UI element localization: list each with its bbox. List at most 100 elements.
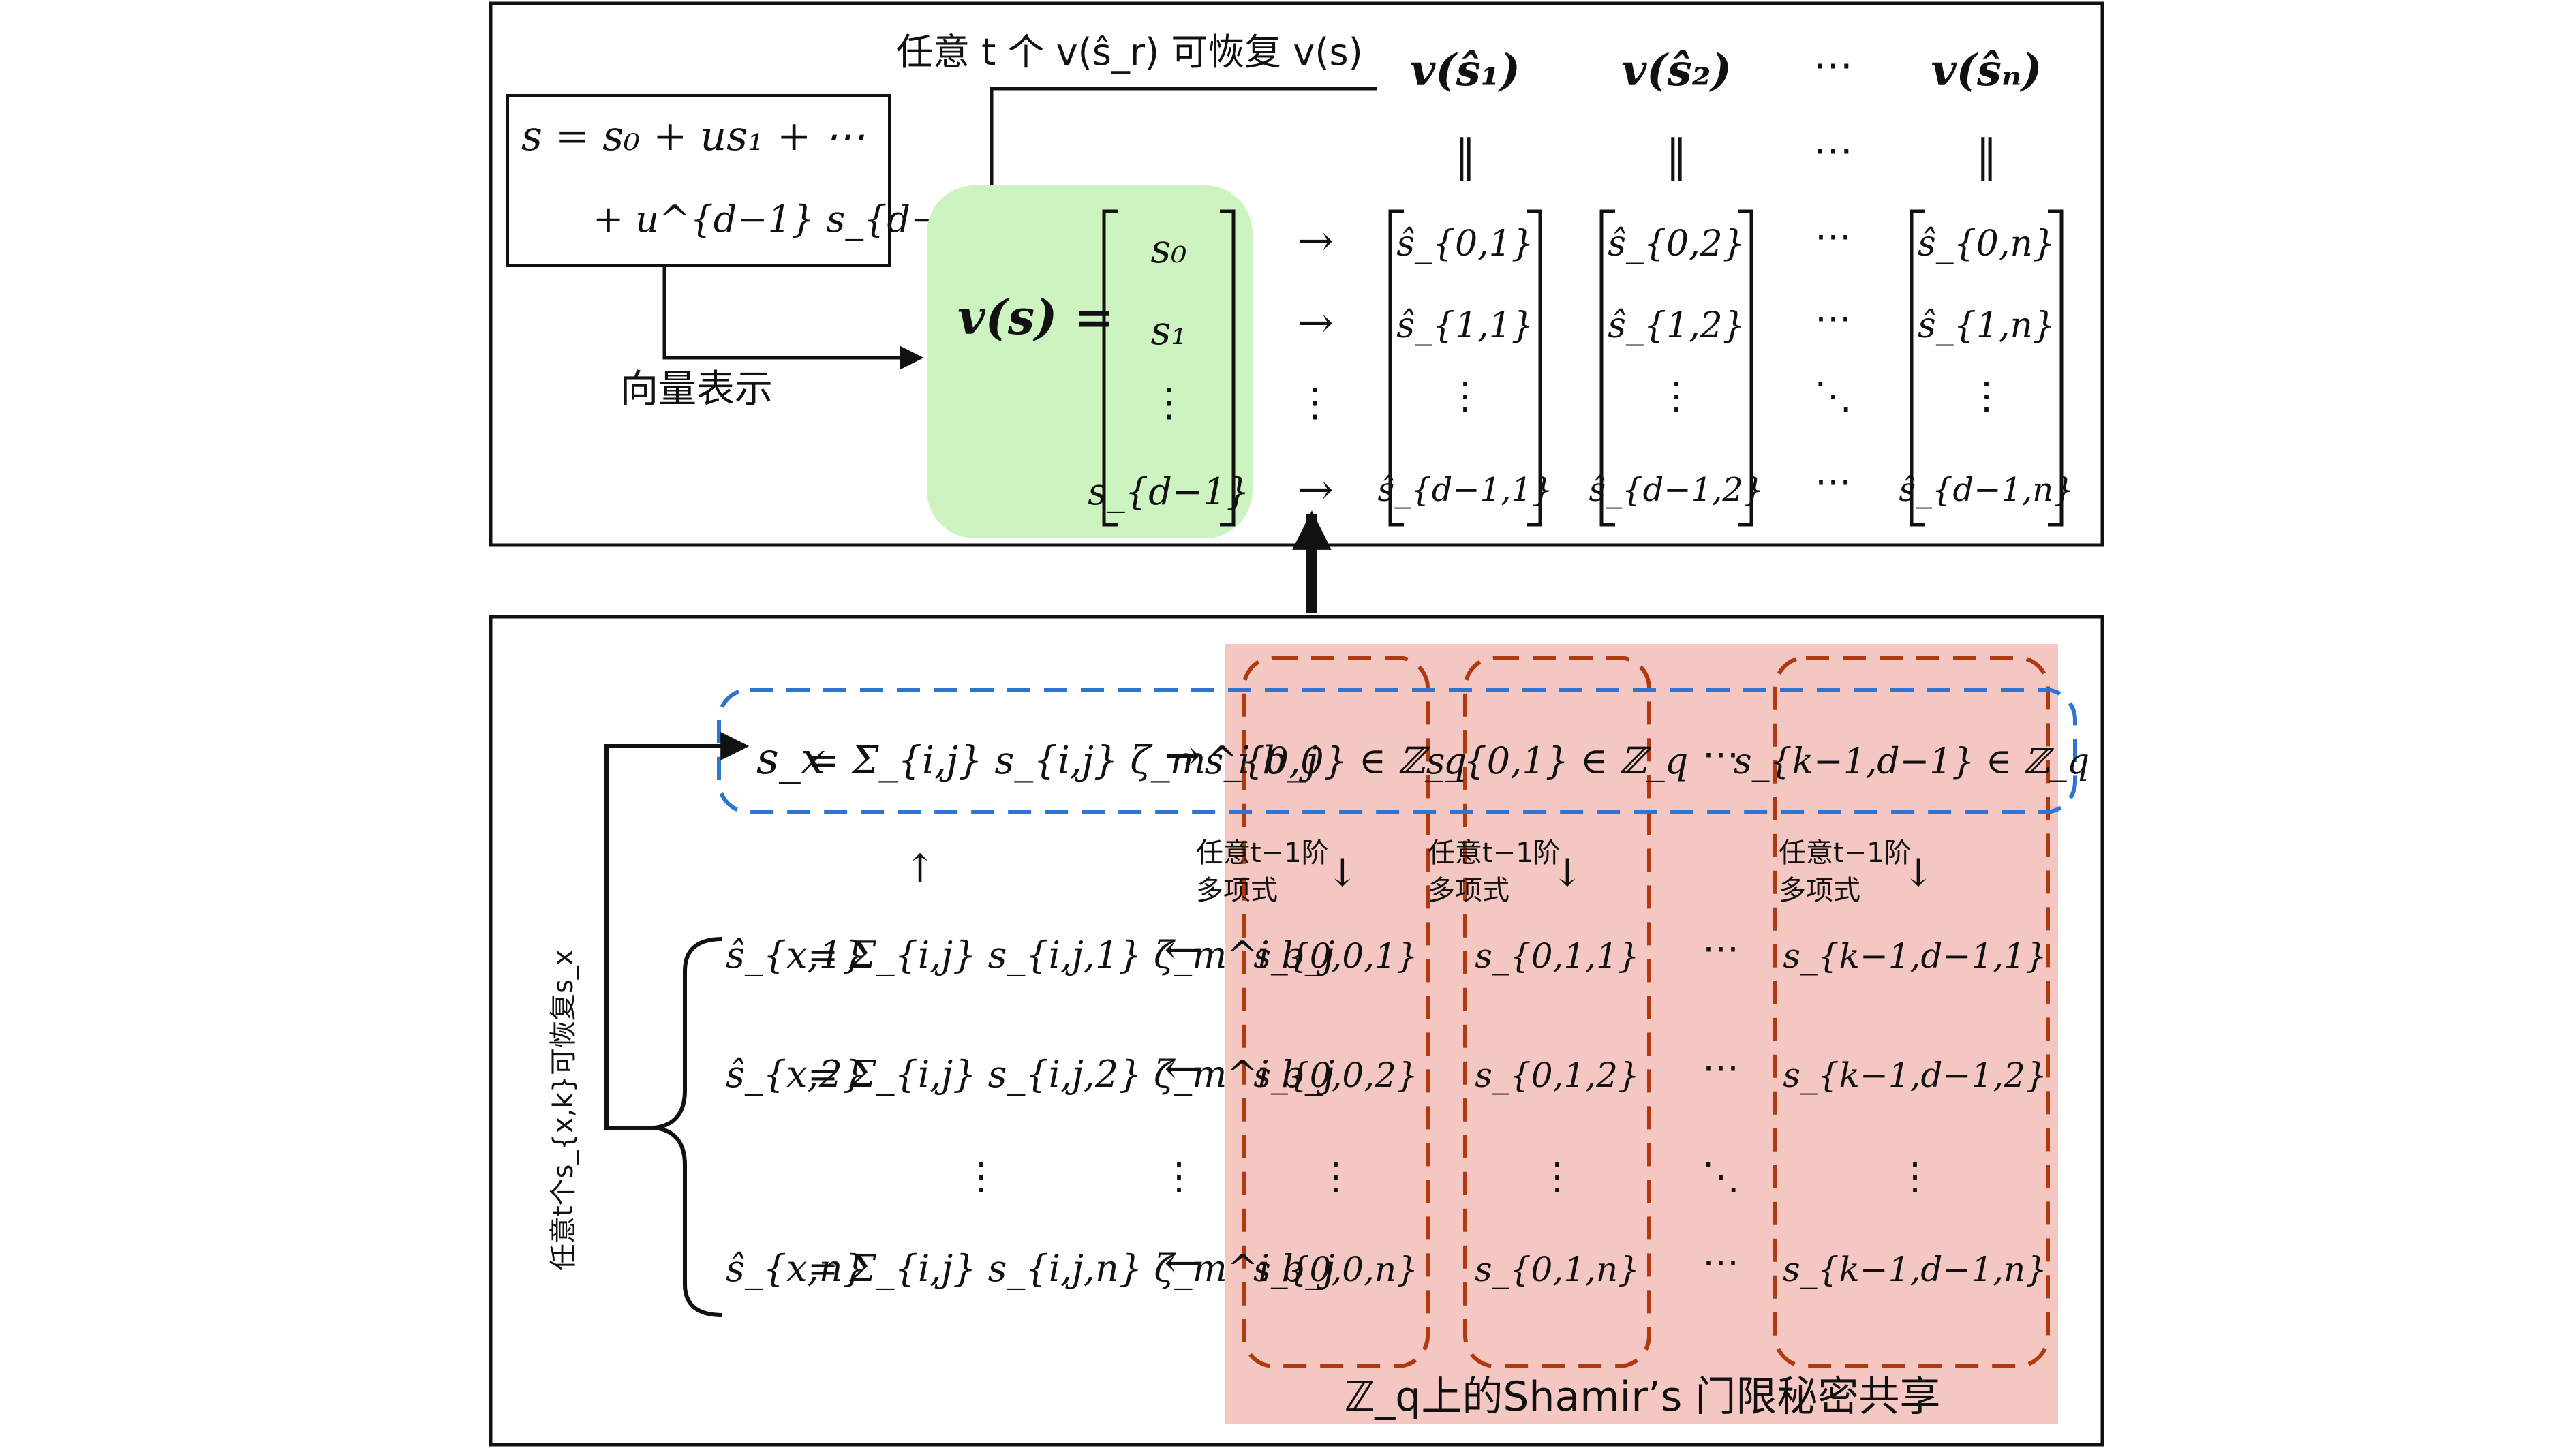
share-bracket	[1527, 209, 1542, 527]
secret-coefficient: s_{0,1} ∈ ℤ_q	[1426, 739, 1689, 782]
sx-lhs: s_x	[756, 734, 825, 784]
poly-label-line1: 任意t−1阶	[1196, 837, 1329, 869]
share-group-box	[1463, 656, 1651, 1368]
v-s-entry: s₁	[1150, 307, 1186, 354]
share-entry: ⋯	[1815, 460, 1852, 503]
share-column-brackets	[1388, 209, 2064, 527]
hat-lhs: ⋮	[962, 1154, 1000, 1199]
map-arrow: ⋮	[1295, 379, 1335, 425]
share-entry: ŝ_{1,1}	[1396, 305, 1534, 346]
map-arrow: →	[1297, 465, 1334, 515]
share-entry: ŝ_{0,n}	[1918, 224, 2055, 264]
v-s-bracket-left	[1102, 209, 1118, 527]
share-cell: s_{0,0,n}	[1253, 1250, 1418, 1289]
share-cell: ⋮	[1896, 1154, 1934, 1199]
share-group-box	[1242, 656, 1430, 1368]
side-recover-label: 任意t个s_{x,k}可恢复s_x	[548, 950, 579, 1271]
poly-label-line2: 多项式	[1428, 875, 1509, 906]
share-entry: ⋯	[1815, 215, 1852, 258]
poly-label-line2: 多项式	[1779, 875, 1860, 906]
share-cell: ⋮	[1538, 1154, 1576, 1199]
equals-mark: ‖	[1454, 131, 1476, 181]
vector-representation-label: 向量表示	[620, 367, 773, 412]
map-arrow: →	[1297, 298, 1334, 348]
share-bracket	[1599, 209, 1615, 527]
share-entry: ŝ_{1,2}	[1608, 305, 1745, 346]
hat-lhs: ŝ_{x,n}	[726, 1247, 866, 1290]
equals-mark: ‖	[1976, 131, 1997, 181]
secret-coefficient: s_{k−1,d−1} ∈ ℤ_q	[1734, 741, 2089, 782]
hat-rhs: = Σ_{i,j} s_{i,j,n} ζ_m^i b_j	[808, 1247, 1335, 1290]
hat-row: ŝ_{x,n} = Σ_{i,j} s_{i,j,n} ζ_m^i b_j ← …	[726, 1238, 2047, 1290]
secret-coefficient: ⋯	[1702, 733, 1739, 775]
share-cell: ⋯	[1702, 1046, 1739, 1089]
share-cell: ⋱	[1702, 1154, 1740, 1199]
share-entry: ⋱	[1814, 374, 1852, 418]
hat-rhs: ⋮	[1160, 1154, 1198, 1199]
share-cell: ⋯	[1702, 1240, 1739, 1283]
share-cell: s_{k−1,d−1,1}	[1783, 936, 2047, 976]
share-entry: ⋮	[1446, 374, 1484, 418]
share-entry: ⋮	[1967, 374, 2006, 418]
hat-rhs: = Σ_{i,j} s_{i,j,1} ζ_m^i b_j	[808, 934, 1334, 976]
share-entry: ŝ_{d−1,1}	[1378, 471, 1553, 509]
shamir-region	[1225, 644, 2058, 1424]
share-entry: ŝ_{d−1,n}	[1899, 471, 2074, 509]
poly-down-arrow: ↓	[1552, 851, 1584, 895]
v-s-highlight	[927, 185, 1253, 538]
poly-label-line2: 多项式	[1196, 875, 1278, 906]
share-entry: ŝ_{d−1,2}	[1589, 471, 1764, 509]
recover-label: 任意 t 个 v(ŝ_r) 可恢复 v(s)	[896, 31, 1363, 74]
column-head: v(ŝ₁)	[1410, 45, 1520, 96]
share-entry: ŝ_{0,1}	[1396, 224, 1534, 264]
poly-label-line1: 任意t−1阶	[1428, 837, 1561, 869]
hat-row: ŝ_{x,1} = Σ_{i,j} s_{i,j,1} ζ_m^i b_j ← …	[726, 925, 2047, 976]
share-entry: ⋯	[1815, 296, 1852, 339]
share-entry: ŝ_{0,2}	[1608, 224, 1745, 264]
map-arrow: →	[1297, 216, 1334, 266]
hat-rhs: = Σ_{i,j} s_{i,j,2} ζ_m^i b_j	[808, 1053, 1334, 1096]
share-cell: s_{0,1,1}	[1475, 936, 1640, 976]
share-cell: ⋯	[1702, 927, 1739, 970]
share-cell: s_{k−1,d−1,2}	[1783, 1056, 2047, 1095]
vector-representation-arrow	[662, 266, 924, 370]
poly-down-arrow: ↓	[1327, 851, 1359, 895]
share-entry: ⋮	[1657, 374, 1696, 418]
share-cell: s_{0,0,2}	[1253, 1056, 1418, 1095]
secret-coefficient: s_{0,0} ∈ ℤ_q	[1205, 739, 1467, 782]
poly-down-arrow: ↓	[1903, 851, 1935, 895]
column-head: v(ŝ₂)	[1621, 45, 1732, 96]
hat-row: ⋮ ⋮ ⋮ ⋮ ⋱ ⋮	[962, 1154, 1934, 1199]
v-s-bracket-right	[1220, 209, 1236, 527]
shamir-footer: ℤ_q上的Shamir’s 门限秘密共享	[1345, 1373, 1941, 1421]
share-cell: s_{k−1,d−1,n}	[1783, 1250, 2047, 1289]
hat-arrow: ←	[1164, 1044, 1201, 1094]
sx-rhs: = Σ_{i,j} s_{i,j} ζ_m^i b_j	[808, 739, 1318, 783]
share-cell: s_{0,1,2}	[1475, 1056, 1640, 1095]
share-bracket	[1738, 209, 1753, 527]
recovery-arrow	[604, 732, 750, 1130]
up-arrow: ↑	[904, 846, 937, 892]
hat-lhs: ŝ_{x,1}	[726, 934, 865, 976]
polynomial-line-1: s = s₀ + us₁ + ⋯	[521, 112, 865, 160]
share-bracket	[1388, 209, 1404, 527]
share-cell: ⋮	[1317, 1154, 1355, 1199]
v-s-entry: s₀	[1150, 226, 1186, 272]
v-s-label: v(s) =	[957, 289, 1114, 345]
hat-arrow: ←	[1164, 1238, 1201, 1289]
shares-brace	[654, 937, 723, 1317]
share-group-boxes	[1242, 656, 2050, 1368]
share-bracket	[2048, 209, 2064, 527]
v-s-entry: s_{d−1}	[1088, 470, 1250, 513]
share-bracket	[1910, 209, 1925, 527]
hat-row: ŝ_{x,2} = Σ_{i,j} s_{i,j,2} ζ_m^i b_j ← …	[726, 1044, 2047, 1096]
v-s-entry: ⋮	[1149, 379, 1189, 425]
column-head: ⋯	[1813, 42, 1853, 88]
hat-arrow: ←	[1164, 925, 1201, 975]
polynomial-box	[506, 94, 891, 267]
top-panel-frame	[489, 1, 2104, 547]
equals-mark: ‖	[1666, 131, 1687, 181]
sx-arrow: →	[1164, 730, 1201, 781]
bottom-panel-frame	[489, 615, 2104, 1447]
